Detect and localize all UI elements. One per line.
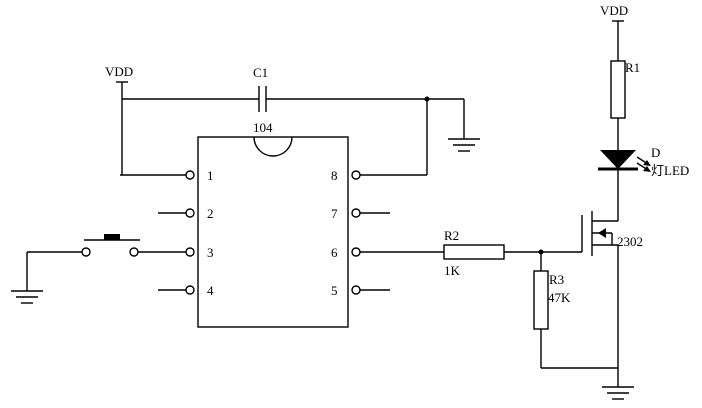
r2-ref-label: R2 <box>444 228 459 243</box>
led-value-label: 灯LED <box>651 163 689 178</box>
r2-value-label: 1K <box>444 263 461 278</box>
pin-label-3: 3 <box>207 245 214 260</box>
mosfet-2302 <box>581 211 618 256</box>
c1-value-label: 104 <box>253 120 273 135</box>
capacitor-c1 <box>258 86 267 112</box>
vdd-left-label: VDD <box>105 64 133 79</box>
pin-label-1: 1 <box>207 168 214 183</box>
r3-ref-label: R3 <box>549 272 564 287</box>
ic-left-pins <box>120 170 195 295</box>
vdd-right-symbol <box>612 20 624 61</box>
pin-label-6: 6 <box>331 245 338 260</box>
mosfet-value-label: 2302 <box>617 234 643 249</box>
resistor-r1 <box>610 60 626 119</box>
led-emission-arrows <box>636 156 651 172</box>
pin-label-5: 5 <box>331 283 338 298</box>
resistor-r3 <box>533 270 549 330</box>
ground-symbol-left <box>11 251 82 304</box>
led-ref-label: D <box>651 145 660 160</box>
r3-value-label: 47K <box>548 290 571 305</box>
vdd-left-symbol <box>116 81 128 175</box>
push-button-switch <box>81 234 140 257</box>
ground-symbol-top <box>448 138 480 152</box>
pin-label-2: 2 <box>207 206 214 221</box>
resistor-r2 <box>443 244 505 260</box>
ground-symbol-right <box>602 386 634 400</box>
vdd-right-label: VDD <box>600 3 628 18</box>
ic-chip <box>197 136 349 328</box>
pin-label-7: 7 <box>331 206 338 221</box>
c1-ref-label: C1 <box>253 65 268 80</box>
r1-ref-label: R1 <box>625 60 640 75</box>
pin-label-8: 8 <box>331 168 338 183</box>
ic-right-pins <box>351 170 444 295</box>
led-diode <box>598 150 638 171</box>
pin-label-4: 4 <box>207 283 214 298</box>
ic-notch <box>253 136 293 157</box>
